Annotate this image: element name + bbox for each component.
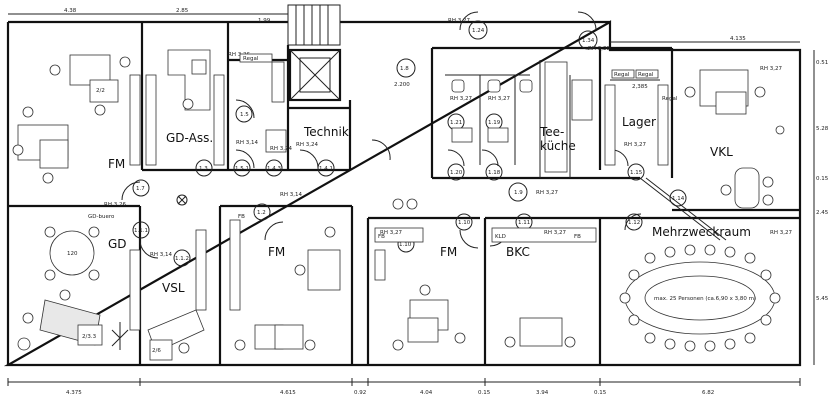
dim-bottom-7: 0.15 [594, 390, 607, 396]
room-number-1-7: 1.7 [136, 186, 145, 192]
room-number-markers [132, 20, 687, 267]
dim-bottom-8: 6.82 [702, 390, 714, 396]
room-number-1-2: 1.2 [257, 210, 266, 216]
room-number-1-12: 1.12 [628, 220, 640, 226]
height-wc1: RH 3,27 [450, 96, 472, 102]
room-label-gd-ass: GD-Ass. [166, 131, 213, 145]
room-number-1-11: 1.11 [518, 220, 530, 226]
dim-right-4: 2.45 [816, 210, 829, 216]
height-lager-dim: 2,385 [632, 84, 648, 90]
room-label-fm-right: FM [440, 245, 457, 259]
room-number-1-1-2: 1.1.2 [175, 256, 189, 262]
height-fm-right: RH 3,27 [380, 230, 402, 236]
room-number-1-5: 1.5 [240, 112, 249, 118]
height-vkl: RH 3,27 [760, 66, 782, 72]
kld-label: KLD [495, 234, 506, 240]
height-vsl: RH 3,14 [150, 252, 172, 258]
outer-walls [3, 20, 802, 367]
desk-label-2-3: 2/3.3 [82, 334, 97, 340]
room-label-tee: Tee- [539, 125, 564, 139]
height-3-14: RH 3,14 [236, 140, 258, 146]
room-label-fm-top: FM [108, 157, 125, 171]
dim-bottom-5: 0.15 [478, 390, 491, 396]
height-3-24b: RH 3,24 [270, 146, 292, 152]
room-number-1-19: 1.19 [488, 120, 501, 126]
dim-bottom-1: 4.375 [66, 390, 82, 396]
room-labels: FM GD-Ass. Technik Tee- küche Lager VKL … [108, 115, 751, 295]
regal-label-4: Regal [662, 96, 678, 102]
dim-right-5: 5.45 [816, 296, 829, 302]
desk-label-2-2: 2/2 [96, 88, 105, 94]
dim-bottom-6: 3.94 [536, 390, 549, 396]
room-number-1-18: 1.18 [488, 170, 501, 176]
room-number-1-10: 1.10 [399, 242, 412, 248]
height-wc2: RH 3,27 [488, 96, 510, 102]
dim-top-1: 4.38 [64, 8, 77, 14]
height-lager: RH 3,27 [624, 142, 646, 148]
room-number-1-34: 1.34 [582, 38, 595, 44]
room-number-1-3: 1.3 [199, 166, 208, 172]
room-number-labels: 1.8 1.7 1.1.1 1.1.2 1.2 1.3 1.5 1.5.1 1.… [134, 28, 685, 262]
regal-label-3: Regal [638, 72, 654, 78]
fb-label-2: FB [238, 214, 245, 220]
height-bkc: RH 3,27 [544, 230, 566, 236]
height-gd-top: RH 3,26 [104, 202, 126, 208]
dim-top-2: 2.85 [176, 8, 189, 14]
height-3-28: RH 3,28 [588, 46, 610, 52]
room-height-labels: RH 3,27 RH 3,28 RH 3,27 RH 3,27 RH 3,27 … [104, 18, 792, 258]
height-mehrzweck: RH 3,27 [770, 230, 792, 236]
room-number-1-20: 1.20 [450, 170, 463, 176]
room-number-1-4-3: 1.4.3 [267, 166, 281, 172]
dim-top-3: 1.99 [258, 18, 271, 24]
room-number-1-21: 1.21 [450, 120, 462, 126]
regal-label-1: Regal [243, 56, 259, 62]
room-number-1-8: 1.8 [400, 66, 409, 72]
dim-right-2: 5.28 [816, 126, 829, 132]
room-number-1-24: 1.24 [472, 28, 485, 34]
height-tl: RH 3,26 [228, 52, 250, 58]
desk-label-2-6: 2/6 [152, 348, 161, 354]
regal-label-2: Regal [614, 72, 630, 78]
staircase [287, 4, 341, 46]
room-number-1-10b: 1.10 [458, 220, 471, 226]
dim-mid: 2.200 [394, 82, 410, 88]
dim-right-3: 0.15 [816, 176, 829, 182]
dimension-lines [7, 13, 815, 386]
room-number-1-9: 1.9 [514, 190, 523, 196]
room-number-1-1-1: 1.1.1 [134, 228, 148, 234]
furniture-labels: Regal Regal Regal Regal FB FB FB KLD GD-… [67, 53, 756, 354]
room-label-technik: Technik [303, 125, 349, 139]
room-label-vsl: VSL [162, 281, 185, 295]
height-technik: RH 3,24 [296, 142, 318, 148]
dimension-labels: 4.38 2.85 1.99 4.135 2.200 4.375 4.615 0… [64, 8, 829, 396]
room-number-1-14: 1.14 [672, 196, 685, 202]
room-label-bkc: BKC [506, 245, 530, 259]
dim-top-4: 4.135 [730, 36, 746, 42]
room-label-mehrzweckraum: Mehrzweckraum [652, 225, 751, 239]
dim-bottom-2: 4.615 [280, 390, 296, 396]
room-label-kueche: küche [540, 139, 576, 153]
room-number-1-5-1: 1.5.1 [235, 166, 249, 172]
dim-right-1: 0.51 [816, 60, 828, 66]
meeting-caption: max. 25 Personen (ca.6,90 x 3,80 m) [654, 296, 756, 302]
room-number-1-4-1: 1.4.1 [319, 166, 333, 172]
room-label-vkl: VKL [710, 145, 733, 159]
room-label-fm-middle: FM [268, 245, 285, 259]
fb-label-3: FB [574, 234, 581, 240]
height-corridor: RH 3,27 [536, 190, 558, 196]
fb-label-1: FB [378, 234, 385, 240]
room-number-1-15: 1.15 [630, 170, 643, 176]
height-top: RH 3,27 [448, 18, 470, 24]
room-label-gd: GD [108, 237, 127, 251]
dim-bottom-4: 4.04 [420, 390, 433, 396]
elevator-shaft [288, 48, 342, 102]
height-fm-middle: RH 3,14 [280, 192, 302, 198]
room-label-lager: Lager [622, 115, 656, 129]
table-label-120: 120 [67, 251, 78, 257]
furniture [12, 49, 785, 361]
dim-bottom-3: 0.92 [354, 390, 366, 396]
gd-buero-label: GD-buero [88, 214, 115, 220]
